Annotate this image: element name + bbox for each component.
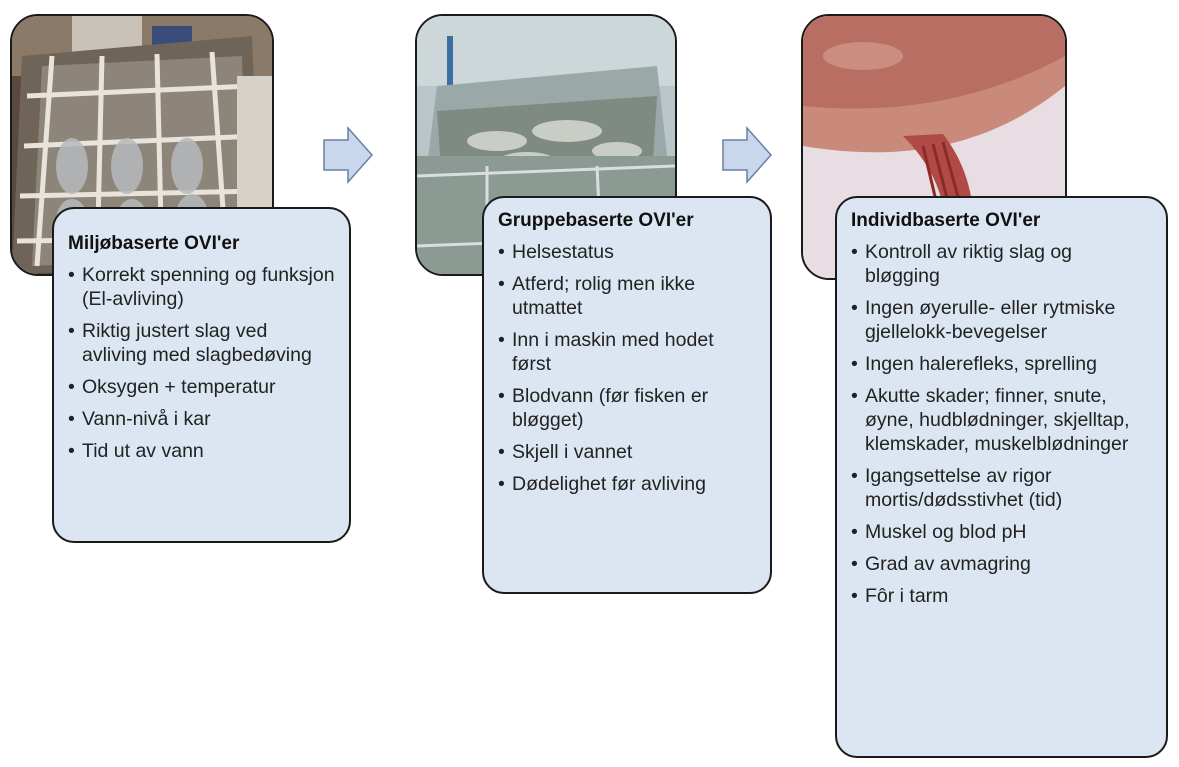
card-environment-ovi: Miljøbaserte OVI'er Korrekt spenning og … [52,207,351,543]
list-item: Blodvann (før fisken er bløgget) [498,384,756,432]
list-item: Vann-nivå i kar [68,407,335,431]
list-item: Ingen øyerulle- eller rytmiske gjellelok… [851,296,1152,344]
list-item: Kontroll av riktig slag og bløgging [851,240,1152,288]
card-group-ovi: Gruppebaserte OVI'er Helsestatus Atferd;… [482,196,772,594]
list-item: Ingen halerefleks, sprelling [851,352,1152,376]
list-item: Korrekt spenning og funksjon (El-avlivin… [68,263,335,311]
list-item: Skjell i vannet [498,440,756,464]
list-item: Dødelighet før avliving [498,472,756,496]
list-item: Akutte skader; finner, snute, øyne, hudb… [851,384,1152,456]
list-item: Igangsettelse av rigor mortis/dødsstivhe… [851,464,1152,512]
list-item: Helsestatus [498,240,756,264]
indicator-list: Kontroll av riktig slag og bløgging Inge… [851,240,1152,608]
list-item: Inn i maskin med hodet først [498,328,756,376]
card-title: Gruppebaserte OVI'er [498,210,756,232]
card-title: Miljøbaserte OVI'er [68,233,335,255]
list-item: Oksygen + temperatur [68,375,335,399]
list-item: Riktig justert slag ved avliving med sla… [68,319,335,367]
card-individual-ovi: Individbaserte OVI'er Kontroll av riktig… [835,196,1168,758]
right-arrow-icon [322,126,374,184]
list-item: Grad av avmagring [851,552,1152,576]
card-title: Individbaserte OVI'er [851,210,1152,232]
list-item: Atferd; rolig men ikke utmattet [498,272,756,320]
list-item: Muskel og blod pH [851,520,1152,544]
right-arrow-icon [721,126,773,184]
list-item: Fôr i tarm [851,584,1152,608]
list-item: Tid ut av vann [68,439,335,463]
indicator-list: Helsestatus Atferd; rolig men ikke utmat… [498,240,756,496]
indicator-list: Korrekt spenning og funksjon (El-avlivin… [68,263,335,463]
